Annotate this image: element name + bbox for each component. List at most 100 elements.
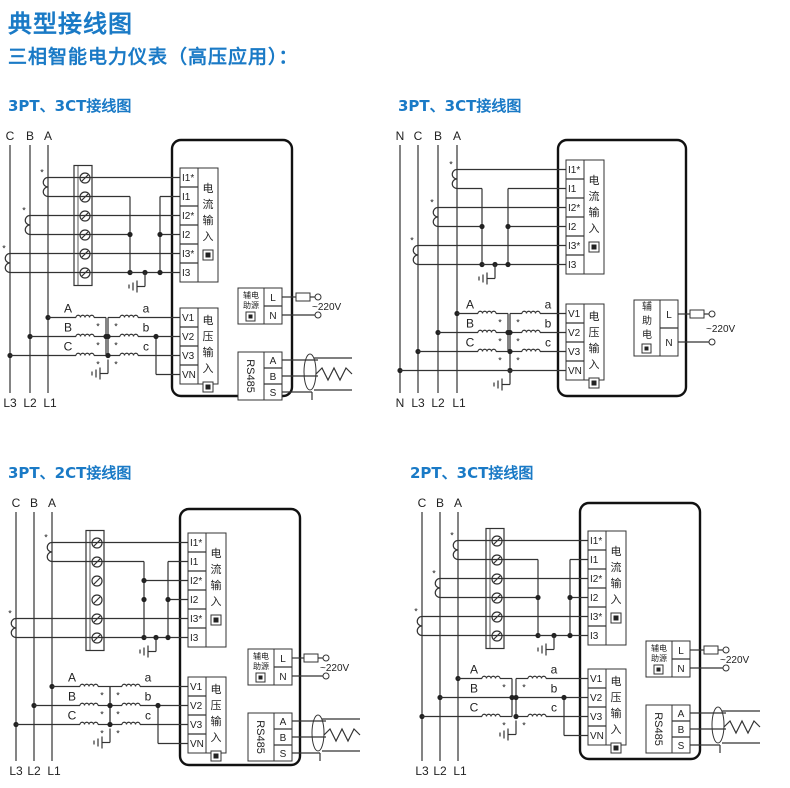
current-terminal-I1: I1 [590, 555, 599, 566]
junction-dot [567, 594, 573, 601]
rs485-terminal-A: A [678, 709, 685, 720]
pt-winding-icon [119, 352, 139, 356]
vertical-label-char: 输 [611, 706, 622, 720]
polarity-mark: * [114, 360, 118, 370]
junction-dot [105, 333, 111, 340]
diagram-3: CL3BL2AL1I1*I1I2*I2I3*I3电流输入V1V2V3VN电压输入… [8, 496, 361, 778]
rs485-terminal-B: B [678, 725, 685, 736]
pt-winding-icon [521, 310, 541, 314]
ct-coil-icon [42, 176, 49, 198]
polarity-mark: * [44, 533, 48, 543]
cable-shield-icon [311, 714, 325, 752]
polarity-mark: * [96, 341, 100, 351]
current-terminal-I1-star: I1* [190, 538, 202, 549]
phase-label-top: B [26, 129, 34, 143]
vertical-label-char: 压 [611, 691, 622, 704]
vertical-label-char: 流 [589, 189, 600, 203]
supply-terminal-L [722, 646, 730, 654]
voltage-terminal-V3: V3 [590, 712, 603, 723]
polarity-mark: * [414, 607, 418, 617]
vertical-label-char: 输 [611, 576, 622, 590]
twisted-pair-icon [315, 366, 353, 382]
phase-label-top: A [453, 129, 461, 143]
pt-secondary-label: c [145, 709, 151, 723]
pt-winding-icon [79, 702, 99, 706]
phase-label-top: N [396, 129, 405, 143]
polarity-mark: * [498, 356, 502, 366]
pt-winding-icon [477, 348, 497, 352]
polarity-mark: * [450, 531, 454, 541]
port-icon-dot [258, 675, 263, 680]
current-terminal-I1-star: I1* [182, 173, 194, 184]
voltage-terminal-V2: V2 [568, 328, 581, 339]
current-terminal-I3-star: I3* [590, 612, 602, 623]
current-terminal-I3: I3 [590, 631, 599, 642]
supply-terminal-L [314, 293, 322, 301]
pt-winding-icon [121, 702, 141, 706]
junction-dot [509, 694, 515, 701]
pt-secondary-label: c [545, 336, 551, 350]
vertical-label-char: 压 [589, 326, 600, 339]
polarity-mark: * [498, 318, 502, 328]
phase-label-bottom: L3 [3, 396, 17, 410]
vertical-label-char: 入 [589, 223, 600, 235]
aux-power-label-box [237, 287, 265, 325]
pt-winding-icon [477, 329, 497, 333]
voltage-terminal-V2: V2 [190, 701, 203, 712]
diagram-1: CL3BL2AL1I1*I1I2*I2I3*I3电流输入V1V2V3VN电压输入… [2, 129, 353, 410]
polarity-mark: * [114, 322, 118, 332]
current-terminal-I1: I1 [182, 192, 191, 203]
rs485-terminal-B: B [280, 733, 287, 744]
pt-primary-label: C [68, 709, 77, 723]
terminal-block [485, 527, 505, 650]
voltage-terminal-V1: V1 [190, 682, 203, 693]
polarity-mark: * [116, 729, 120, 739]
phase-label-bottom: L2 [27, 764, 41, 778]
voltage-terminal-V2: V2 [182, 332, 195, 343]
vertical-label-char: 输 [203, 213, 214, 227]
pt-winding-icon [527, 675, 547, 679]
current-terminal-I1: I1 [190, 557, 199, 568]
fuse-icon [703, 645, 719, 655]
current-terminal-I3: I3 [182, 268, 191, 279]
pt-primary-label: C [470, 701, 479, 715]
rs485-terminal-A: A [270, 356, 277, 367]
junction-dot [513, 694, 519, 701]
cable-shield-icon [711, 706, 725, 744]
rs485-label: RS485 [652, 712, 664, 746]
phase-label-top: C [418, 496, 427, 510]
phase-label-top: C [6, 129, 15, 143]
vertical-label-char: 电 [203, 314, 214, 327]
polarity-mark: * [410, 236, 414, 246]
pt-primary-label: B [466, 317, 474, 331]
phase-label-bottom: L2 [431, 396, 445, 410]
supply-terminal-L [708, 310, 716, 318]
voltage-terminal-VN: VN [590, 731, 604, 742]
pt-secondary-label: b [143, 321, 150, 335]
voltage-terminal-V2: V2 [590, 693, 603, 704]
junction-dot [153, 333, 159, 340]
polarity-mark: * [116, 710, 120, 720]
pt-primary-label: A [68, 671, 76, 685]
junction-dot [107, 721, 113, 728]
supply-voltage-label: ~220V [320, 663, 350, 674]
pt-winding-icon [79, 721, 99, 725]
port-icon-dot [205, 252, 211, 258]
aux-terminal-L: L [678, 646, 684, 657]
voltage-terminal-VN: VN [568, 366, 582, 377]
vertical-label-char: 压 [211, 699, 222, 712]
current-terminal-I2: I2 [190, 595, 199, 606]
pt-secondary-label: b [545, 317, 552, 331]
rs485-terminal-S: S [270, 388, 277, 399]
polarity-mark: * [498, 337, 502, 347]
phase-label-top: B [434, 129, 442, 143]
phase-label-bottom: L2 [433, 764, 447, 778]
rs485-label: RS485 [254, 720, 266, 754]
vertical-label-char: 入 [589, 359, 600, 371]
aux-terminal-N: N [665, 338, 672, 349]
ct-coil-icon [432, 206, 439, 228]
junction-dot [165, 596, 171, 603]
phase-label-top: C [414, 129, 423, 143]
rs485-label-box [645, 704, 673, 754]
ct-coil-icon [46, 541, 53, 563]
